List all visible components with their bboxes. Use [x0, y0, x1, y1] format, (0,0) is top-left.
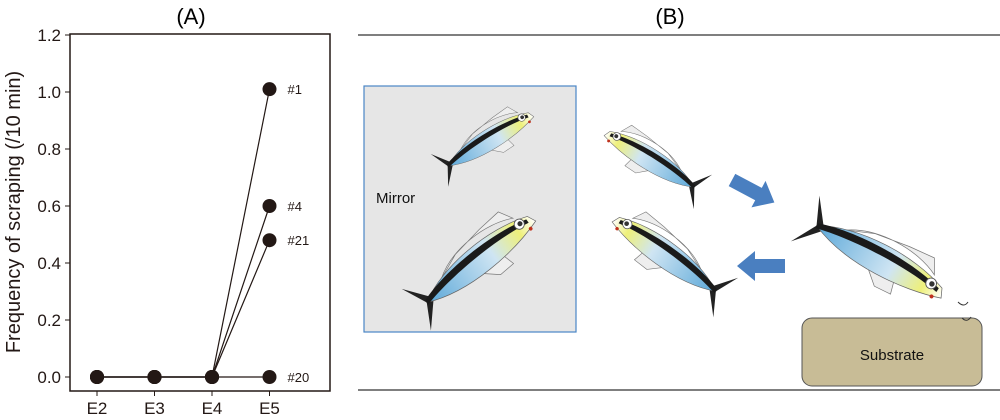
fish-upper-icon	[593, 115, 716, 210]
series-label: #21	[288, 233, 310, 248]
y-tick-label: 1.2	[37, 26, 61, 45]
series-label: #4	[288, 199, 302, 214]
series-line	[97, 89, 271, 378]
scraping-fish-icon	[790, 188, 958, 326]
panel-b-label: (B)	[655, 4, 684, 29]
y-tick-label: 0.0	[37, 368, 61, 387]
fish-lower-icon	[597, 199, 743, 318]
arrow-right-icon	[724, 166, 782, 216]
series-line	[97, 239, 271, 378]
y-tick-label: 0.2	[37, 311, 61, 330]
x-tick-label: E3	[144, 399, 165, 415]
data-point	[262, 82, 277, 97]
substrate-box	[801, 317, 983, 387]
scraping-motion-icon	[957, 301, 972, 321]
arrow-left-icon	[737, 251, 785, 281]
substrate-label: Substrate	[860, 347, 924, 364]
data-point	[262, 199, 277, 213]
series-label: #20	[288, 370, 310, 385]
scraping-chart: Frequency of scraping (/10 min) 0.0 0.2 0.…	[3, 26, 331, 418]
x-tick-label: E5	[259, 399, 280, 415]
series-label: #1	[288, 82, 302, 97]
y-tick-label: 0.8	[37, 140, 61, 159]
mirror-label: Mirror	[376, 190, 415, 207]
x-tick-label: E4	[202, 399, 223, 415]
data-point	[90, 370, 104, 384]
data-point	[262, 233, 277, 248]
panel-a-label: (A)	[176, 4, 205, 29]
plot-frame	[69, 33, 331, 392]
y-axis-label: Frequency of scraping (/10 min)	[3, 71, 25, 353]
data-point	[262, 370, 277, 384]
series-line	[97, 205, 271, 378]
x-tick-label: E2	[87, 399, 108, 415]
y-tick-label: 1.0	[37, 83, 61, 102]
mirror-box	[363, 85, 577, 333]
y-tick-label: 0.4	[37, 254, 61, 273]
data-point	[147, 370, 162, 384]
y-tick-label: 0.6	[37, 197, 61, 216]
data-point	[205, 370, 219, 384]
